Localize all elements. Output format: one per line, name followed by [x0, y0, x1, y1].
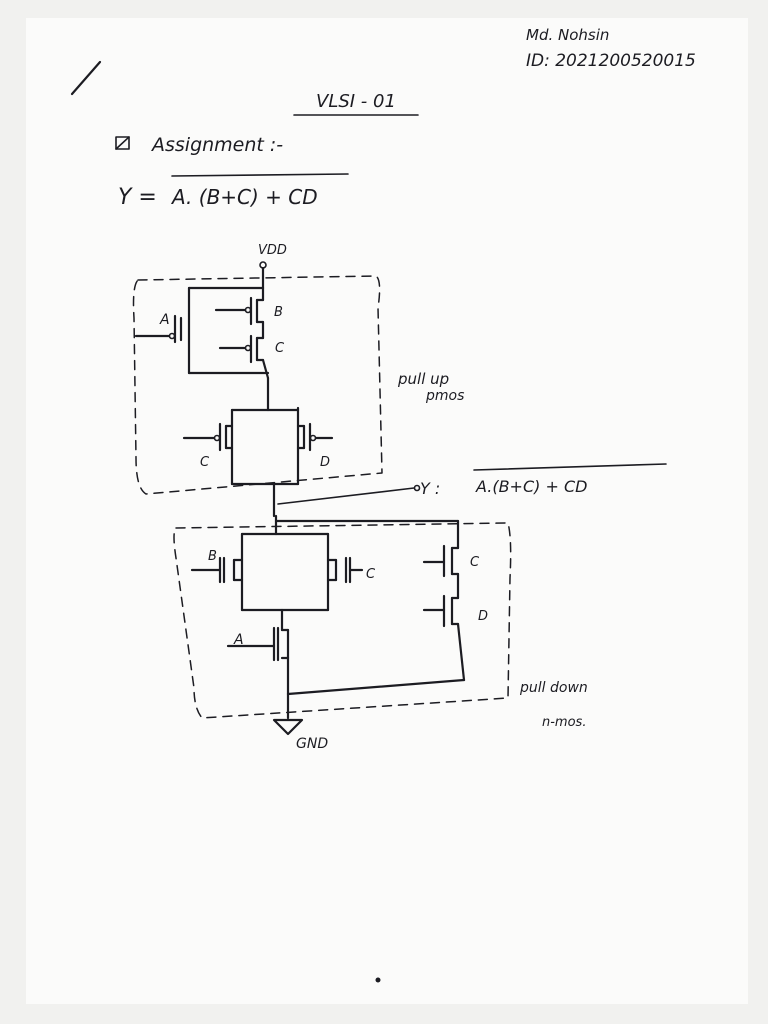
pen-mark — [70, 60, 102, 96]
pmos-input-a: A — [159, 312, 170, 328]
ink-dot — [375, 977, 381, 983]
gnd-label: GND — [296, 736, 328, 752]
pmos-input-c2: C — [200, 455, 210, 470]
pmos-input-b: B — [274, 305, 283, 320]
pull-up-label-1: pull up — [397, 370, 449, 388]
pmos-input-d: D — [320, 455, 330, 470]
nmos-input-b: B — [208, 549, 217, 564]
assignment-heading: Assignment :- — [150, 134, 283, 156]
equation-rhs: A. (B+C) + CD — [170, 185, 318, 209]
vdd-label: VDD — [258, 243, 287, 258]
nmos-input-c: C — [366, 567, 376, 582]
pull-down-label-1: pull down — [519, 680, 588, 696]
output-node — [413, 484, 421, 492]
pull-up-label-2: pmos — [425, 388, 464, 404]
assignment-mark-icon — [115, 136, 130, 150]
pull-up-box — [132, 275, 383, 495]
hand-drawn-sheet: Md. Nohsin ID: 2021200520015 VLSI - 01 A… — [70, 26, 696, 983]
pull-down-box — [173, 522, 512, 719]
nmos-input-a: A — [233, 632, 244, 648]
paper-sheet: Md. Nohsin ID: 2021200520015 VLSI - 01 A… — [26, 18, 748, 1004]
pull-down-network — [190, 514, 466, 736]
output-overbar — [473, 463, 667, 471]
course-title: VLSI - 01 — [316, 91, 396, 112]
nmos-input-d: D — [478, 609, 488, 624]
output-wire — [277, 487, 415, 505]
student-id: ID: 2021200520015 — [526, 51, 696, 71]
equation-lhs: Y = — [118, 185, 157, 210]
pull-down-label-2: n-mos. — [542, 715, 586, 730]
output-expression: A.(B+C) + CD — [475, 477, 587, 496]
nmos-input-c2: C — [470, 555, 480, 570]
output-label: Y : — [420, 479, 440, 498]
pull-up-network — [134, 266, 334, 518]
pmos-input-c: C — [275, 341, 285, 356]
equation-overbar — [171, 173, 349, 177]
student-name: Md. Nohsin — [526, 26, 609, 44]
